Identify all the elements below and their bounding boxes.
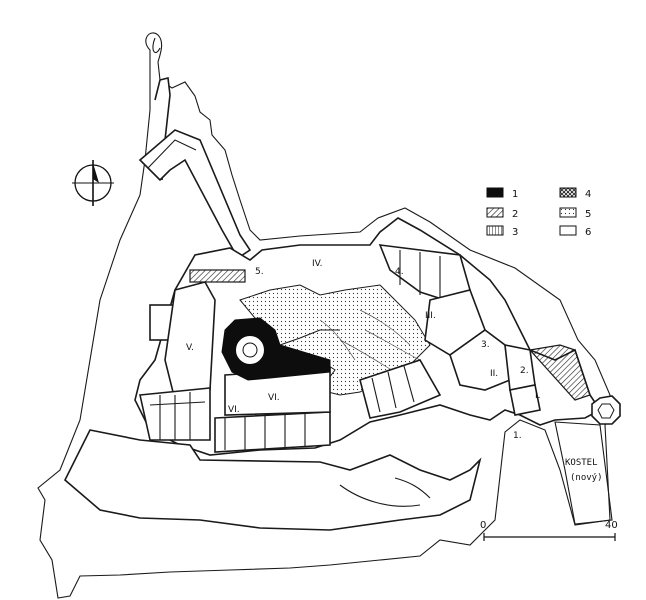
church-label-note: (nový)	[570, 473, 603, 483]
legend-num-5: 5	[585, 209, 591, 220]
church-label-name: KOSTEL	[565, 458, 598, 468]
label-gate-4: 4.	[395, 267, 404, 277]
label-bailey-1: I.	[535, 391, 541, 401]
scale-start: 0	[480, 520, 486, 531]
scale-bar: 0 40	[480, 520, 618, 541]
outer-ward	[37, 32, 616, 599]
church-tower	[591, 395, 621, 425]
legend-swatch-6	[559, 225, 577, 236]
legend-num-2: 2	[512, 209, 518, 220]
label-west-palace: V.	[186, 343, 194, 353]
label-courtyard-upper: IV.	[312, 259, 323, 269]
label-cellar: VI.	[268, 393, 280, 403]
legend: 1 2 3 4 5 6	[486, 187, 591, 238]
label-bailey-2: II.	[490, 369, 498, 379]
label-gate-5: 5.	[255, 267, 264, 277]
legend-swatch-2	[486, 207, 504, 218]
legend-swatch-5	[559, 207, 577, 218]
legend-num-3: 3	[512, 227, 518, 238]
church	[554, 421, 613, 525]
church-label: KOSTEL (nový)	[565, 458, 603, 483]
north-barbican	[138, 129, 252, 260]
legend-num-6: 6	[585, 227, 591, 238]
legend-num-4: 4	[585, 189, 591, 200]
plan-labels: IV. III. V. VI. VI. 3. 4. 5. 2. 1. II. I…	[186, 259, 541, 441]
label-gate-2: 2.	[520, 366, 529, 376]
legend-swatch-4	[559, 187, 577, 198]
label-gate-3: 3.	[481, 340, 490, 350]
north-arrow-icon	[72, 160, 114, 206]
label-lower-palace: VI.	[228, 405, 240, 415]
legend-swatch-3	[486, 225, 504, 236]
label-gate-1: 1.	[513, 431, 522, 441]
keep-tower	[221, 317, 340, 381]
palace-buildings	[139, 244, 591, 453]
scale-end: 40	[605, 520, 618, 531]
legend-swatch-1	[486, 187, 504, 198]
label-courtyard-east: III.	[425, 311, 436, 321]
south-outworks	[64, 429, 482, 531]
legend-num-1: 1	[512, 189, 518, 200]
